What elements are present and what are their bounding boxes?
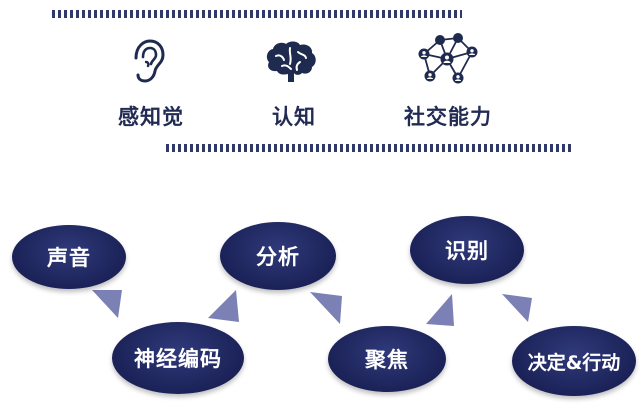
node-decision-action: 决定&行动 bbox=[512, 326, 636, 396]
node-analysis: 分析 bbox=[220, 222, 336, 290]
ear-icon bbox=[134, 39, 165, 83]
category-label-social-ability: 社交能力 bbox=[404, 105, 492, 129]
node-recognition: 识别 bbox=[410, 216, 524, 284]
social-network-icon bbox=[418, 33, 478, 84]
node-neural-coding: 神经编码 bbox=[112, 322, 244, 394]
arrow-neural-coding-to-analysis bbox=[208, 290, 239, 322]
arrow-analysis-to-focus bbox=[310, 292, 342, 324]
bottom-dashed-divider bbox=[166, 144, 574, 152]
brain-icon bbox=[266, 41, 316, 82]
top-dashed-divider bbox=[52, 10, 462, 18]
category-label-cognition: 认知 bbox=[272, 105, 316, 129]
arrow-focus-to-recognition bbox=[426, 294, 454, 326]
category-label-perception: 感知觉 bbox=[118, 105, 184, 129]
arrow-sound-to-neural-coding bbox=[92, 290, 122, 318]
arrow-recognition-to-decision bbox=[502, 294, 532, 322]
node-sound: 声音 bbox=[12, 225, 126, 289]
node-focus: 聚焦 bbox=[328, 326, 446, 392]
